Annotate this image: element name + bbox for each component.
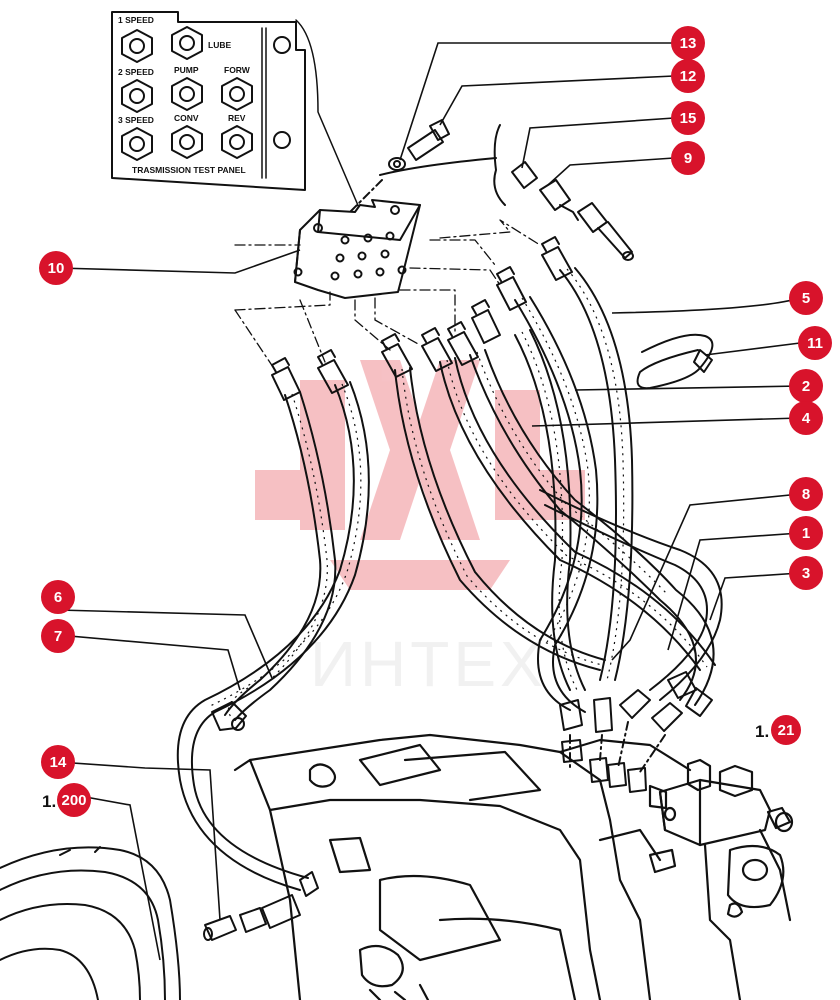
hose-test-line-a bbox=[176, 384, 355, 891]
callout-number: 9 bbox=[684, 150, 692, 167]
panel-label-rev: REV bbox=[228, 113, 246, 123]
panel-mount-hole bbox=[273, 36, 291, 54]
lower-valve-fittings bbox=[559, 671, 713, 793]
bolt-and-washer bbox=[349, 119, 450, 213]
routing-guide-lines bbox=[234, 219, 541, 371]
gauge-port-pump bbox=[171, 77, 203, 111]
callout-number: 8 bbox=[802, 486, 810, 503]
test-panel-bracket bbox=[293, 199, 421, 299]
callout-2[interactable]: 2 bbox=[789, 369, 823, 403]
hose-test-line-b bbox=[190, 381, 370, 879]
callout-8[interactable]: 8 bbox=[789, 477, 823, 511]
callout-3[interactable]: 3 bbox=[789, 556, 823, 590]
watermark-logo-icon bbox=[255, 360, 585, 590]
callout-number: 2 bbox=[802, 378, 810, 395]
panel-title: TRASMISSION TEST PANEL bbox=[132, 165, 246, 175]
gauge-port-conv bbox=[171, 125, 203, 159]
wheel-hub bbox=[0, 846, 181, 1000]
panel-label-pump: PUMP bbox=[174, 65, 199, 75]
callout-11[interactable]: 11 bbox=[798, 326, 832, 360]
hose-long-left-a bbox=[224, 394, 322, 716]
gauge-port-1speed bbox=[121, 29, 153, 63]
callout-number: 13 bbox=[680, 35, 697, 52]
quick-coupling-fittings bbox=[379, 124, 634, 261]
gauge-port-forw bbox=[221, 77, 253, 111]
hose-assemblies bbox=[176, 267, 723, 891]
callout-7[interactable]: 7 bbox=[41, 619, 75, 653]
ref-number-badge bbox=[57, 783, 91, 817]
gauge-port-lube bbox=[171, 26, 203, 60]
elbow-fitting bbox=[211, 701, 247, 731]
gauge-port-3speed bbox=[121, 127, 153, 161]
ref-prefix: 1. bbox=[755, 722, 769, 741]
leader-lines bbox=[57, 42, 801, 961]
callout-number: 11 bbox=[807, 335, 823, 352]
callout-number: 1 bbox=[802, 525, 810, 542]
callout-4[interactable]: 4 bbox=[789, 401, 823, 435]
callout-number: 14 bbox=[50, 754, 67, 771]
test-panel-inset bbox=[111, 11, 306, 191]
control-valve-body bbox=[648, 758, 794, 1000]
hose-clamp bbox=[636, 333, 714, 390]
panel-label-2speed: 2 SPEED bbox=[118, 67, 154, 77]
callout-number: 12 bbox=[680, 68, 697, 85]
callout-10[interactable]: 10 bbox=[39, 251, 73, 285]
panel-label-1speed: 1 SPEED bbox=[118, 15, 154, 25]
hose-long-left-b bbox=[234, 391, 337, 721]
ref-label-1-21: 1. 21 bbox=[755, 715, 801, 745]
callout-5[interactable]: 5 bbox=[789, 281, 823, 315]
callout-15[interactable]: 15 bbox=[671, 101, 705, 135]
callout-6[interactable]: 6 bbox=[41, 580, 75, 614]
callout-number: 4 bbox=[802, 410, 811, 427]
callout-1[interactable]: 1 bbox=[789, 516, 823, 550]
ref-prefix: 1. bbox=[42, 792, 56, 811]
watermark-text: ИНТЕХ bbox=[310, 628, 547, 700]
hose-braid-texture bbox=[209, 268, 708, 719]
callout-14[interactable]: 14 bbox=[41, 745, 75, 779]
upper-hose-fittings bbox=[271, 236, 573, 401]
panel-label-conv: CONV bbox=[174, 113, 199, 123]
test-panel-labels: 1 SPEED LUBE 2 SPEED PUMP FORW 3 SPEED C… bbox=[118, 15, 251, 175]
watermark: ИНТЕХ bbox=[255, 360, 585, 700]
callout-number: 5 bbox=[802, 290, 810, 307]
ref-label-1-200: 1. 200 bbox=[42, 783, 91, 817]
callout-number: 10 bbox=[48, 260, 65, 277]
panel-inset-pointer bbox=[295, 19, 361, 211]
gauge-port-2speed bbox=[121, 79, 153, 113]
callout-12[interactable]: 12 bbox=[671, 59, 705, 93]
callout-number: 15 bbox=[680, 110, 697, 127]
callout-13[interactable]: 13 bbox=[671, 26, 705, 60]
ref-number-badge bbox=[771, 715, 801, 745]
transmission-housing bbox=[233, 733, 692, 1000]
callout-number: 7 bbox=[54, 628, 62, 645]
ref-number: 21 bbox=[778, 722, 795, 739]
ref-number: 200 bbox=[61, 792, 86, 809]
callout-number: 3 bbox=[802, 565, 810, 582]
gauge-port-rev bbox=[221, 125, 253, 159]
test-coupling-fitting bbox=[203, 871, 319, 941]
panel-label-forw: FORW bbox=[224, 65, 251, 75]
callout-number: 6 bbox=[54, 589, 62, 606]
panel-label-lube: LUBE bbox=[208, 40, 231, 50]
test-panel-frame bbox=[111, 11, 306, 191]
callout-9[interactable]: 9 bbox=[671, 141, 705, 175]
panel-label-3speed: 3 SPEED bbox=[118, 115, 154, 125]
panel-mount-hole bbox=[273, 131, 291, 149]
